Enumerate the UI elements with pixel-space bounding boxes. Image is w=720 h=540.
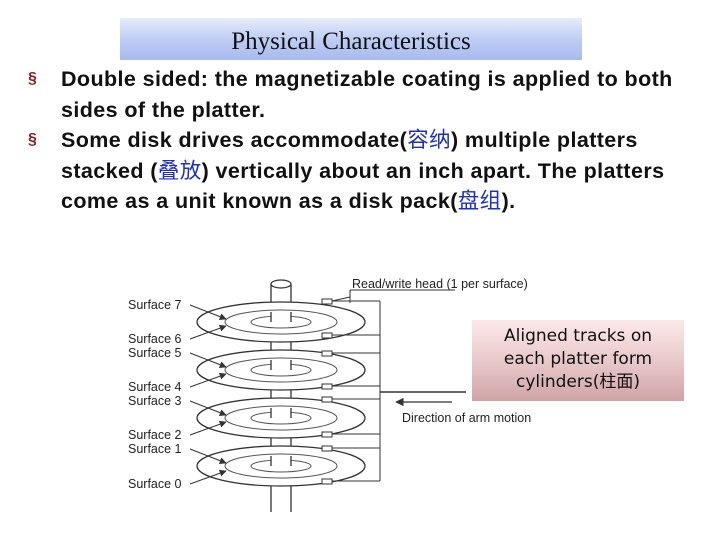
- platter-1: [196, 397, 366, 439]
- callout-line: each platter form: [503, 349, 653, 369]
- slide-title: Physical Characteristics: [231, 28, 471, 55]
- bullet-text: Double sided: the magnetizable coating i…: [61, 67, 673, 122]
- bullet-text-cjk: 盘组: [457, 189, 502, 213]
- arm-motion-label: Direction of arm motion: [402, 411, 531, 425]
- bullet-item: § Double sided: the magnetizable coating…: [28, 64, 678, 125]
- surface-label: Surface 0: [128, 477, 182, 491]
- platter-2: [196, 349, 366, 391]
- surface-pointers: [189, 304, 227, 485]
- surface-label: Surface 5: [128, 346, 182, 360]
- bullet-text-cjk: 叠放: [157, 158, 202, 183]
- bullet-marker-icon: §: [28, 131, 38, 148]
- bullet-text: ).: [501, 189, 516, 213]
- platter-3: [196, 301, 366, 343]
- surface-label: Surface 7: [128, 298, 182, 312]
- surface-label: Surface 1: [128, 442, 182, 456]
- callout-line: cylinders(柱面): [516, 372, 640, 392]
- platter-0: [196, 445, 366, 487]
- bullet-list: § Double sided: the magnetizable coating…: [28, 64, 678, 217]
- bullet-text: ) vertically about an inch apart. The pl…: [61, 158, 665, 214]
- bullet-item: § Some disk drives accommodate(容纳) multi…: [28, 125, 678, 217]
- head-arm-assembly: [321, 298, 381, 485]
- surface-label: Surface 4: [128, 380, 182, 394]
- head-label-leaders: [331, 289, 455, 303]
- bullet-text: Some disk drives accommodate(: [61, 128, 408, 152]
- head-label: Read/write head (1 per surface): [352, 277, 528, 291]
- arm-motion-arrow: [380, 391, 466, 407]
- surface-label: Surface 6: [128, 332, 182, 346]
- cylinder-callout: Aligned tracks on each platter form cyli…: [472, 320, 684, 401]
- callout-line: Aligned tracks on: [504, 326, 652, 346]
- surface-label: Surface 3: [128, 394, 182, 408]
- bullet-text-cjk: 容纳: [407, 128, 451, 152]
- bullet-text: ) multiple platters stacked (: [61, 128, 638, 183]
- bullet-marker-icon: §: [28, 70, 38, 87]
- surface-label: Surface 2: [128, 428, 182, 442]
- title-banner: Physical Characteristics: [120, 18, 582, 60]
